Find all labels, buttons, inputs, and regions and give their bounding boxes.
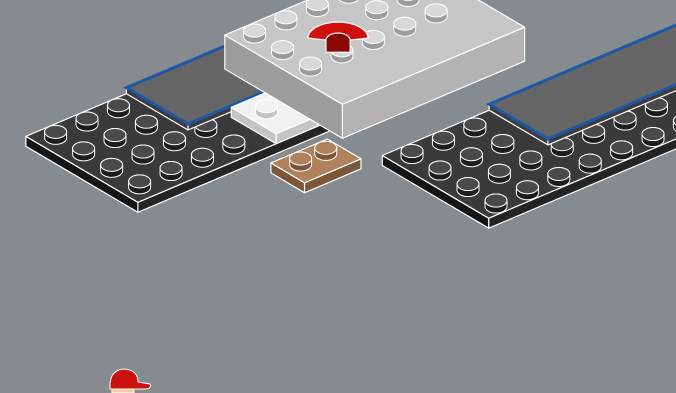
stud-top — [460, 148, 482, 161]
stud-top — [520, 151, 542, 164]
stud-top — [401, 145, 423, 158]
stud-top — [191, 148, 213, 161]
stud-top — [611, 141, 633, 154]
stud-top — [76, 112, 98, 125]
white-stud-top — [256, 100, 278, 113]
stud-top — [464, 118, 486, 131]
stud-top — [642, 128, 664, 141]
stud-top — [432, 131, 454, 144]
tan-stud-top — [290, 152, 312, 165]
stud-top — [73, 142, 95, 155]
stud-top — [104, 129, 126, 142]
tan-stud-top — [315, 141, 337, 154]
light-gray-stud-top — [244, 24, 266, 37]
stud-top — [101, 158, 123, 171]
light-gray-stud-top — [272, 41, 294, 54]
stud-top — [129, 175, 151, 188]
stud-top — [163, 132, 185, 145]
stud-top — [548, 167, 570, 180]
stud-top — [485, 194, 507, 207]
stud-top — [516, 181, 538, 194]
stud-top — [160, 162, 182, 175]
light-gray-stud-top — [306, 0, 328, 11]
light-gray-stud-top — [425, 4, 447, 17]
red-quarter-round-inner — [326, 33, 350, 52]
stud-top — [492, 134, 514, 147]
light-gray-stud-top — [275, 11, 297, 24]
light-gray-stud-top — [366, 1, 388, 14]
stud-top — [457, 178, 479, 191]
light-gray-stud-top — [394, 17, 416, 30]
stud-top — [45, 125, 67, 138]
stud-top — [488, 164, 510, 177]
stud-top — [135, 115, 157, 128]
stud-top — [579, 154, 601, 167]
stud-top — [429, 161, 451, 174]
stud-top — [223, 135, 245, 148]
stud-top — [107, 99, 129, 112]
light-gray-stud-top — [300, 57, 322, 70]
stud-top — [132, 145, 154, 158]
